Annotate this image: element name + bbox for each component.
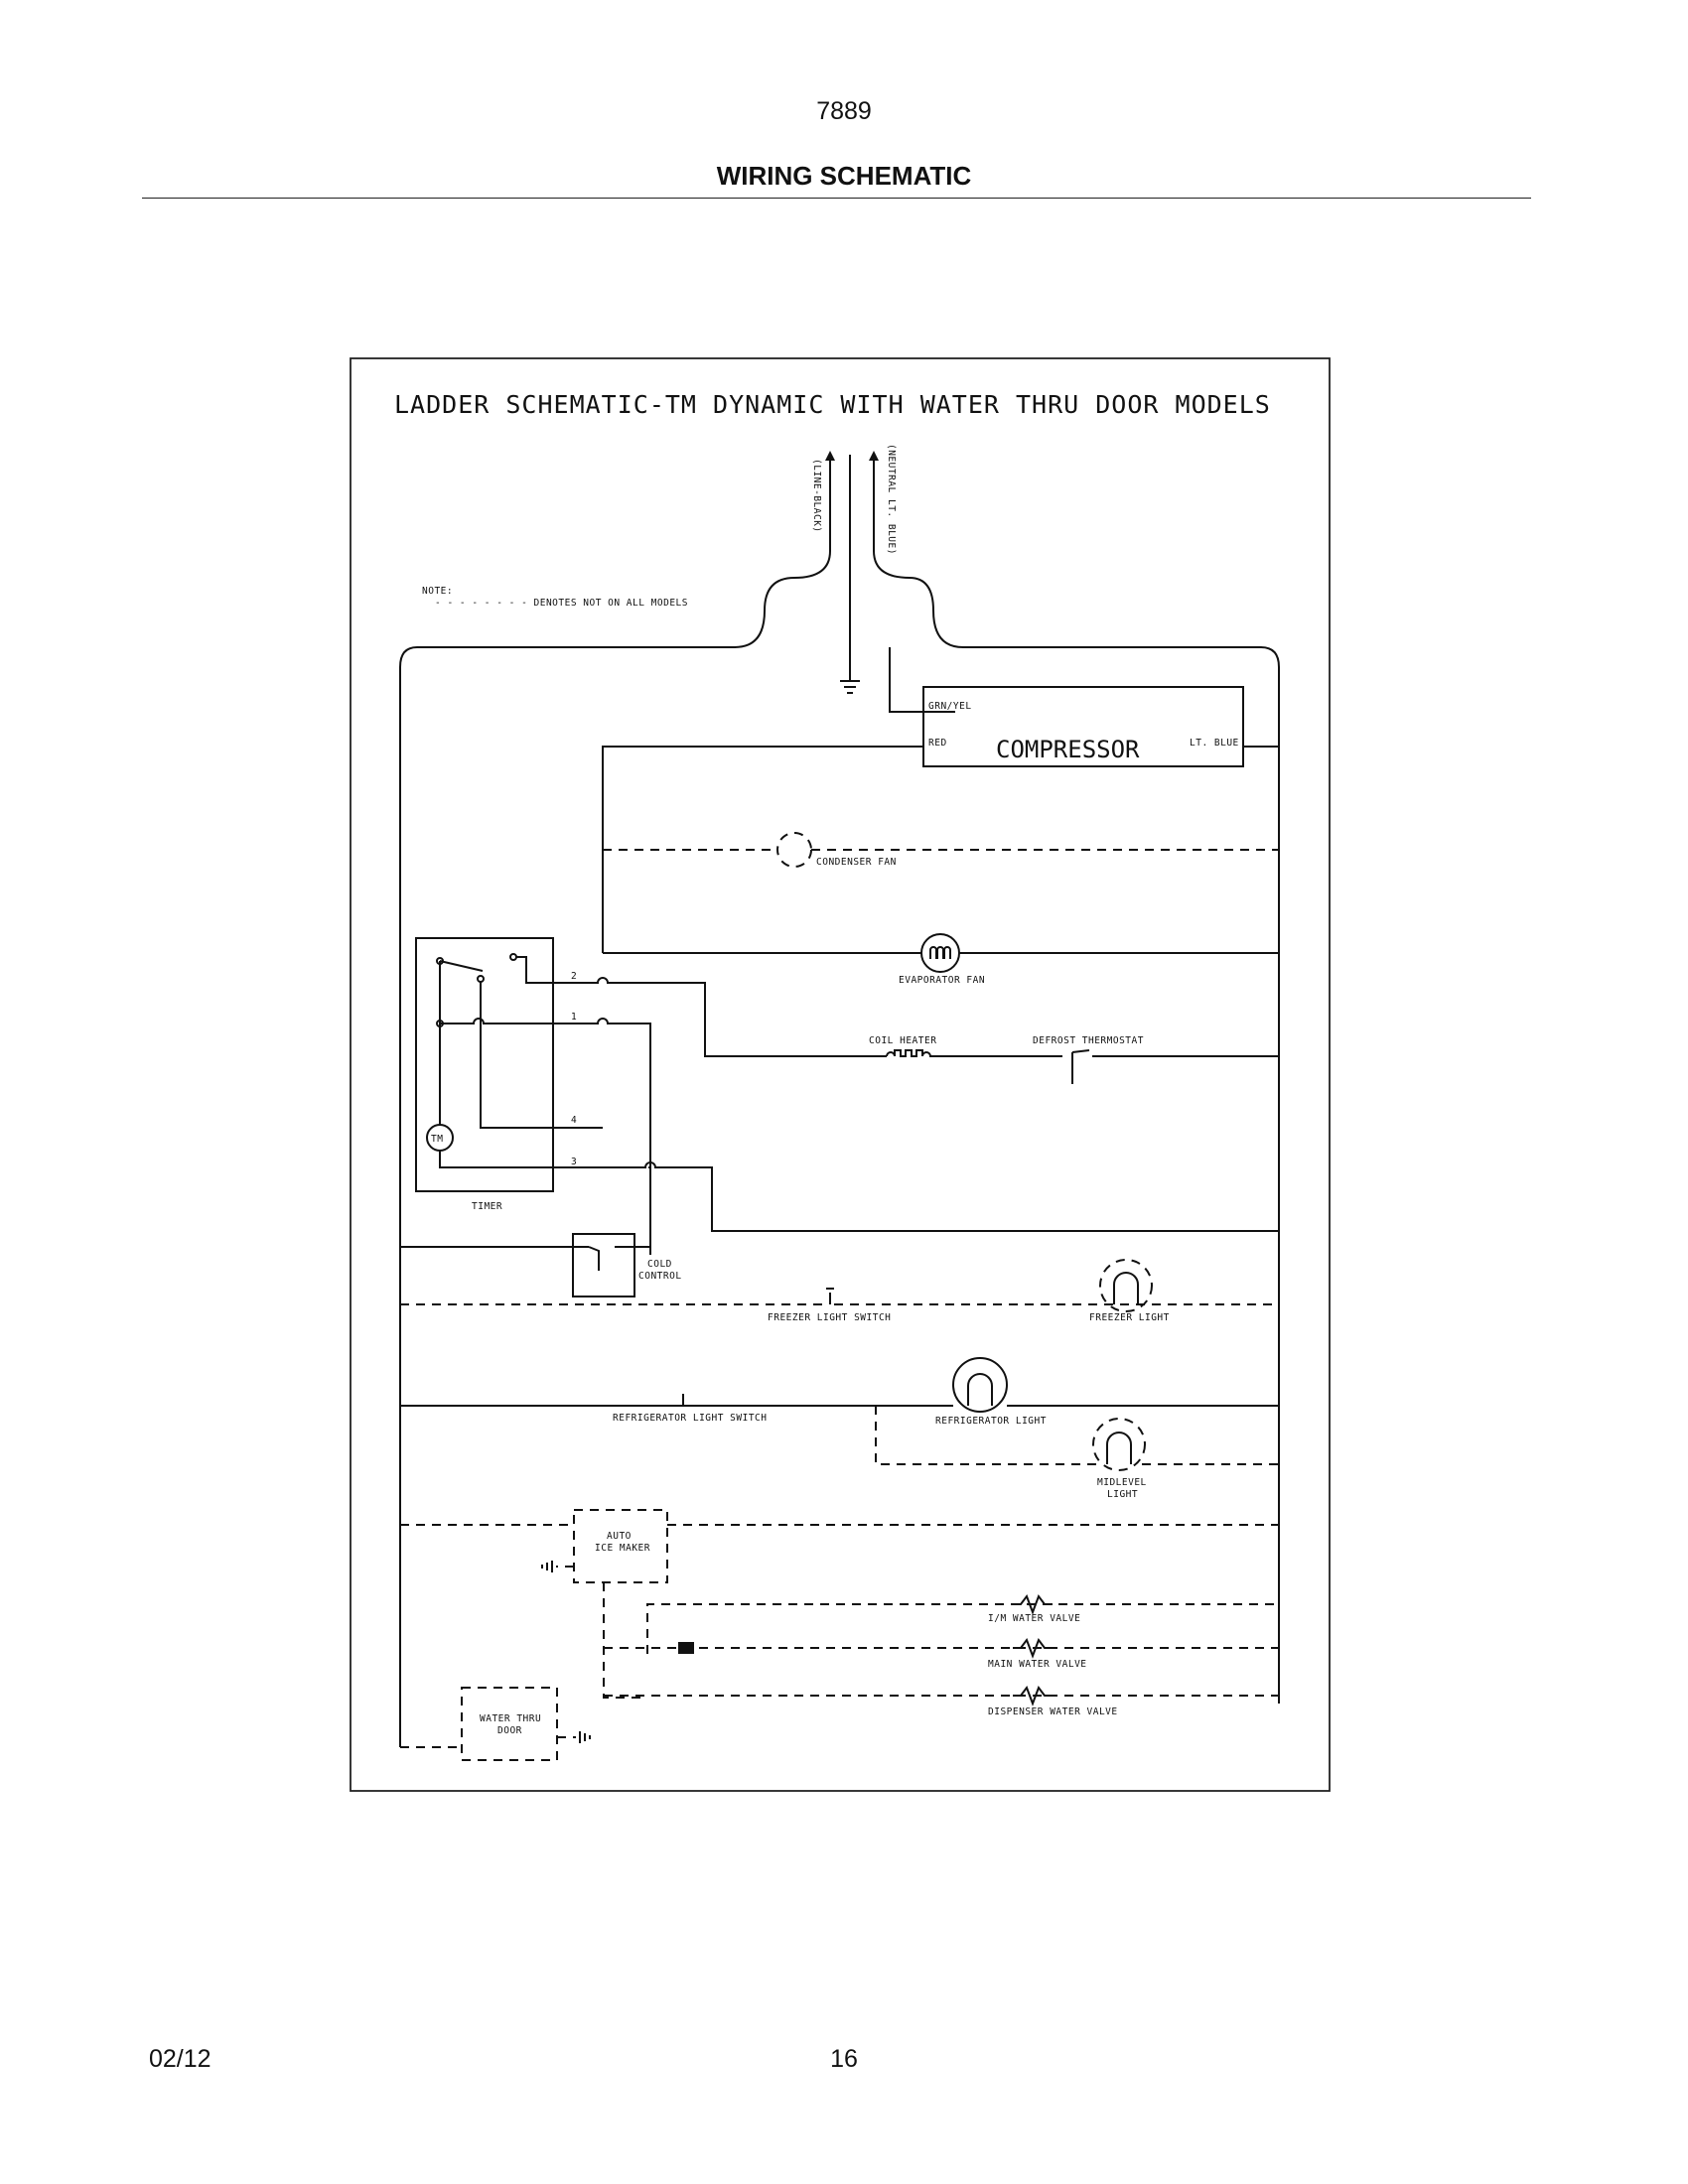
terminal-3-wire — [553, 1161, 1279, 1232]
main-water-valve-label: MAIN WATER VALVE — [988, 1659, 1087, 1670]
refrigerator-light-symbol — [952, 1357, 1008, 1413]
auto-ice-maker-label-2: ICE MAKER — [595, 1543, 650, 1554]
midlevel-light-label-2: LIGHT — [1107, 1489, 1138, 1500]
timer-box — [415, 937, 554, 1192]
header-divider — [142, 198, 1531, 199]
im-water-valve-wire — [646, 1603, 1279, 1654]
revision-date: 02/12 — [149, 2045, 211, 2073]
terminal-1-wire — [553, 1018, 651, 1168]
timer-terminal-4: 4 — [571, 1115, 577, 1126]
red-wire-label: RED — [928, 738, 947, 749]
cold-control-label-1: COLD — [647, 1259, 672, 1270]
evaporator-fan-label: EVAPORATOR FAN — [899, 975, 985, 986]
page-title: WIRING SCHEMATIC — [716, 161, 972, 191]
dispenser-water-valve-label: DISPENSER WATER VALVE — [988, 1706, 1118, 1717]
water-thru-door-label-2: DOOR — [497, 1725, 522, 1736]
freezer-light-switch-label: FREEZER LIGHT SWITCH — [768, 1312, 891, 1323]
water-thru-door-label-1: WATER THRU — [480, 1713, 541, 1724]
midlevel-light-label-1: MIDLEVEL — [1097, 1477, 1147, 1488]
defrost-thermostat-label: DEFROST THERMOSTAT — [1033, 1035, 1144, 1046]
midlevel-light-filament — [1106, 1432, 1132, 1464]
compressor-box — [922, 686, 1244, 767]
timer-label: TIMER — [472, 1201, 502, 1212]
lt-blue-label: LT. BLUE — [1190, 738, 1239, 749]
timer-internal — [440, 1018, 553, 1024]
line-arrow — [825, 451, 835, 461]
coil-heater-symbol — [886, 1049, 1048, 1057]
timer-contact — [509, 953, 517, 961]
freezer-light-switch-symbol — [814, 1288, 834, 1305]
timer-switch-arm — [439, 960, 484, 972]
note-text: - - - - - - - - DENOTES NOT ON ALL MODEL… — [435, 598, 688, 609]
timer-terminal-2: 2 — [571, 971, 577, 982]
page-number: 16 — [830, 2045, 858, 2073]
cold-control-box — [572, 1233, 635, 1297]
grn-yel-label: GRN/YEL — [928, 701, 972, 712]
auto-ice-maker-box — [573, 1509, 668, 1583]
valve-feed — [603, 1582, 647, 1699]
compressor-label: COMPRESSOR — [996, 736, 1140, 763]
water-thru-door-box — [461, 1687, 558, 1761]
coil-heater-label: COIL HEATER — [869, 1035, 936, 1046]
timer-motor-label: TM — [431, 1134, 443, 1145]
ground-to-compressor — [889, 647, 955, 713]
refrigerator-light-switch-symbol — [667, 1394, 684, 1407]
evaporator-fan-coils — [929, 946, 951, 959]
midlevel-light-wire — [875, 1406, 1096, 1465]
line-rail — [399, 455, 831, 1747]
neutral-arrow — [869, 451, 879, 461]
condenser-fan-symbol — [776, 832, 812, 868]
timer-internal — [439, 1151, 553, 1168]
line-black-label: (LINE-BLACK) — [811, 459, 822, 533]
timer-internal — [480, 982, 553, 1129]
auto-ice-maker-label-1: AUTO — [607, 1531, 632, 1542]
compressor-line-wire — [602, 746, 923, 953]
freezer-light-label: FREEZER LIGHT — [1089, 1312, 1170, 1323]
terminal-2-wire — [553, 977, 887, 1057]
valve-connector — [678, 1642, 694, 1654]
freezer-light-filament — [1113, 1272, 1139, 1304]
refrigerator-light-switch-label: REFRIGERATOR LIGHT SWITCH — [613, 1413, 768, 1424]
timer-internal — [516, 956, 553, 984]
schematic-title: LADDER SCHEMATIC-TM DYNAMIC WITH WATER T… — [394, 390, 1271, 419]
neutral-rail — [873, 455, 1280, 1704]
cold-control-label-2: CONTROL — [638, 1271, 682, 1282]
ice-maker-ground-symbol — [541, 1561, 553, 1572]
condenser-fan-label: CONDENSER FAN — [816, 857, 897, 868]
defrost-thermostat-symbol — [1048, 1049, 1090, 1084]
freezer-light-symbol — [1099, 1259, 1153, 1312]
evaporator-fan-symbol — [920, 933, 960, 973]
timer-terminal-3: 3 — [571, 1157, 577, 1167]
water-valve-solenoids — [1013, 1593, 1053, 1706]
midlevel-light-symbol — [1092, 1418, 1146, 1471]
neutral-label: (NEUTRAL LT. BLUE) — [886, 444, 897, 555]
note-title: NOTE: — [422, 586, 453, 597]
refrigerator-light-filament — [967, 1373, 993, 1406]
page-code: 7889 — [816, 97, 872, 125]
timer-terminal-1: 1 — [571, 1012, 577, 1023]
refrigerator-light-label: REFRIGERATOR LIGHT — [935, 1416, 1047, 1427]
timer-contact — [477, 975, 485, 983]
water-thru-door-ground-symbol — [579, 1731, 591, 1743]
im-water-valve-label: I/M WATER VALVE — [988, 1613, 1080, 1624]
cold-control-switch — [400, 1246, 650, 1271]
schematic-frame — [350, 357, 1331, 1792]
